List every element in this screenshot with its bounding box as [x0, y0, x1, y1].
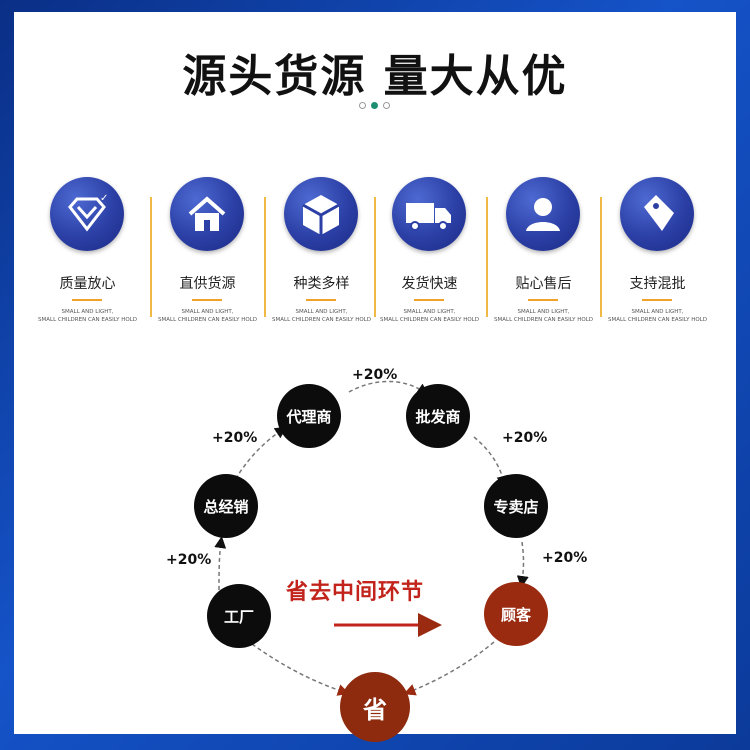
feature-label: 种类多样	[293, 276, 350, 292]
percent-label: +20%	[212, 430, 258, 446]
node-general-distributor: 总经销	[194, 474, 258, 538]
center-slogan: 省去中间环节	[286, 580, 425, 605]
node-factory: 工厂	[207, 584, 271, 648]
house-icon	[170, 177, 244, 251]
feature-underline	[642, 299, 672, 301]
carousel-dot[interactable]	[383, 102, 390, 109]
feature-caption: SMALL AND LIGHT,SMALL CHILDREN CAN EASIL…	[608, 309, 707, 323]
person-icon	[506, 177, 580, 251]
feature-caption: SMALL AND LIGHT,SMALL CHILDREN CAN EASIL…	[38, 309, 137, 323]
feature-row: ✓ 质量放心 SMALL AND LIGHT,SMALL CHILDREN CA…	[14, 177, 736, 327]
feature-quality: ✓ 质量放心 SMALL AND LIGHT,SMALL CHILDREN CA…	[30, 177, 145, 327]
feature-underline	[414, 299, 444, 301]
feature-variety: 种类多样 SMALL AND LIGHT,SMALL CHILDREN CAN …	[264, 177, 379, 327]
divider	[150, 197, 152, 317]
feature-direct: 直供货源 SMALL AND LIGHT,SMALL CHILDREN CAN …	[150, 177, 265, 327]
node-save: 省	[340, 672, 410, 742]
truck-icon	[392, 177, 466, 251]
node-customer: 顾客	[484, 582, 548, 646]
divider	[374, 197, 376, 317]
feature-label: 质量放心	[59, 276, 116, 292]
feature-label: 支持混批	[629, 276, 686, 292]
node-store: 专卖店	[484, 474, 548, 538]
divider	[264, 197, 266, 317]
feature-label: 贴心售后	[515, 276, 572, 292]
percent-label: +20%	[542, 550, 588, 566]
divider	[600, 197, 602, 317]
percent-label: +20%	[166, 552, 212, 568]
carousel-dot-active[interactable]	[371, 102, 378, 109]
feature-mixed: 支持混批 SMALL AND LIGHT,SMALL CHILDREN CAN …	[600, 177, 715, 327]
feature-caption: SMALL AND LIGHT,SMALL CHILDREN CAN EASIL…	[158, 309, 257, 323]
node-wholesaler: 批发商	[406, 384, 470, 448]
feature-underline	[192, 299, 222, 301]
feature-shipping: 发货快速 SMALL AND LIGHT,SMALL CHILDREN CAN …	[372, 177, 487, 327]
supply-chain-diagram: 代理商 批发商 总经销 专卖店 工厂 顾客 省 +20% +20% +20% +…	[14, 342, 736, 742]
carousel-dot[interactable]	[359, 102, 366, 109]
feature-service: 贴心售后 SMALL AND LIGHT,SMALL CHILDREN CAN …	[486, 177, 601, 327]
tag-icon	[620, 177, 694, 251]
feature-caption: SMALL AND LIGHT,SMALL CHILDREN CAN EASIL…	[272, 309, 371, 323]
divider	[486, 197, 488, 317]
content-panel: 源头货源 量大从优 ✓ 质量放心 SMALL AND LIGHT,SMALL C…	[14, 12, 736, 742]
feature-underline	[528, 299, 558, 301]
percent-label: +20%	[352, 367, 398, 383]
feature-underline	[72, 299, 102, 301]
carousel-dots	[359, 102, 390, 109]
node-agent: 代理商	[277, 384, 341, 448]
cube-icon	[284, 177, 358, 251]
feature-label: 直供货源	[179, 276, 236, 292]
feature-underline	[306, 299, 336, 301]
feature-caption: SMALL AND LIGHT,SMALL CHILDREN CAN EASIL…	[494, 309, 593, 323]
percent-label: +20%	[502, 430, 548, 446]
page-title: 源头货源 量大从优	[182, 51, 568, 102]
diamond-icon: ✓	[50, 177, 124, 251]
svg-text:✓: ✓	[100, 193, 108, 204]
feature-label: 发货快速	[401, 276, 458, 292]
feature-caption: SMALL AND LIGHT,SMALL CHILDREN CAN EASIL…	[380, 309, 479, 323]
